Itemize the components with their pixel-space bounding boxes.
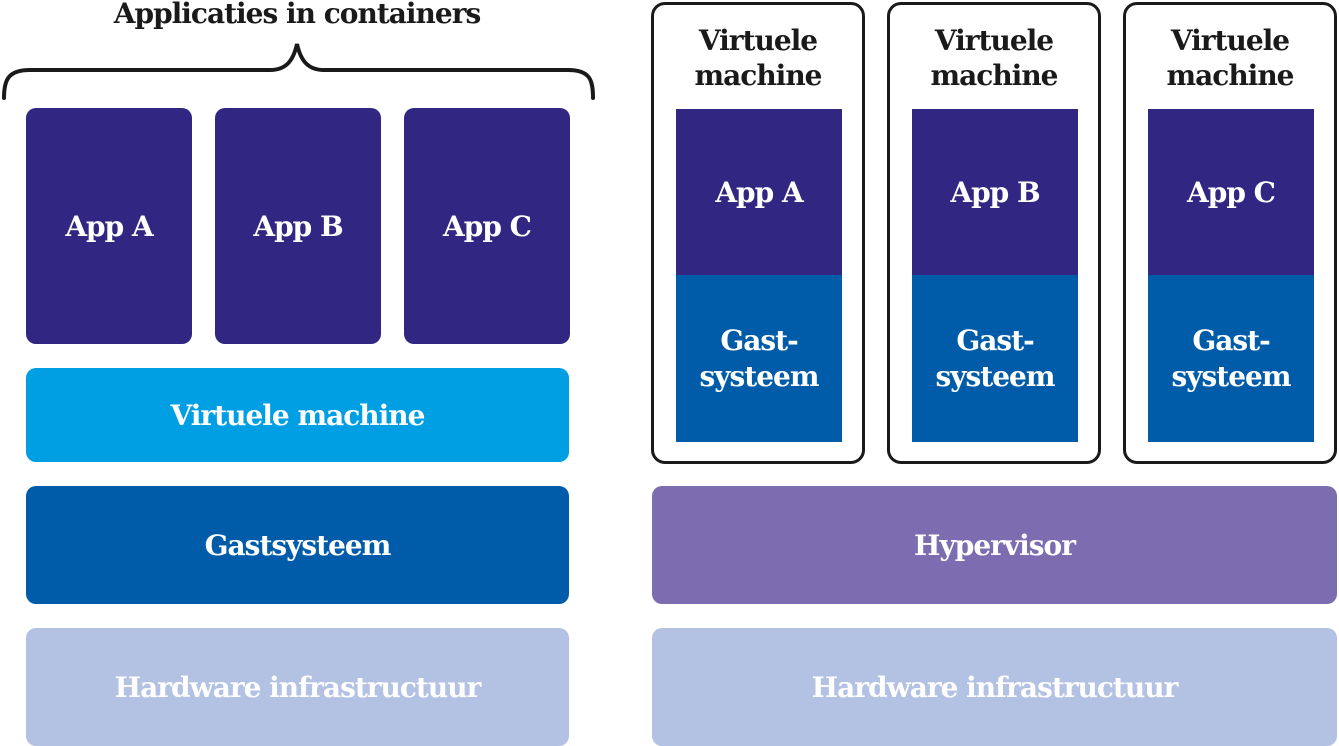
vm-b-title-line1: Virtuele	[934, 24, 1054, 57]
hardware-layer-right: Hardware infrastructuur	[652, 628, 1337, 746]
virtual-machine-layer: Virtuele machine	[26, 368, 569, 462]
container-app-a-label: App A	[65, 209, 153, 243]
container-app-a: App A	[26, 108, 192, 344]
vm-frame-c: Virtuele machine App C Gast- systeem	[1123, 2, 1337, 464]
vm-b-title: Virtuele machine	[890, 23, 1098, 93]
vm-a-title: Virtuele machine	[654, 23, 862, 93]
vm-a-guest-line1: Gast-	[720, 323, 798, 357]
vm-frame-b: Virtuele machine App B Gast- systeem	[887, 2, 1101, 464]
vm-a-title-line1: Virtuele	[698, 24, 818, 57]
vm-b-guest-system: Gast- systeem	[912, 275, 1078, 442]
vm-a-title-line2: machine	[694, 59, 823, 92]
guest-system-layer: Gastsysteem	[26, 486, 569, 604]
guest-system-layer-label: Gastsysteem	[204, 528, 392, 562]
vm-frame-a: Virtuele machine App A Gast- systeem	[651, 2, 865, 464]
vm-b-title-line2: machine	[930, 59, 1059, 92]
vm-b-guest-line1: Gast-	[956, 323, 1034, 357]
hypervisor-layer-label: Hypervisor	[914, 528, 1076, 562]
vm-a-guest-system: Gast- systeem	[676, 275, 842, 442]
vm-c-title-line2: machine	[1166, 59, 1295, 92]
container-app-b: App B	[215, 108, 381, 344]
vm-c-title-line1: Virtuele	[1170, 24, 1290, 57]
curly-brace-icon	[2, 43, 595, 100]
hardware-layer-left: Hardware infrastructuur	[26, 628, 569, 746]
vm-c-app-label: App C	[1187, 175, 1276, 209]
container-app-c: App C	[404, 108, 570, 344]
containers-title: Applicaties in containers	[113, 0, 481, 30]
hardware-layer-left-label: Hardware infrastructuur	[114, 670, 482, 704]
vm-c-app: App C	[1148, 109, 1314, 275]
vm-a-guest-line2: systeem	[699, 359, 820, 393]
hypervisor-layer: Hypervisor	[652, 486, 1337, 604]
vm-a-app: App A	[676, 109, 842, 275]
hardware-layer-right-label: Hardware infrastructuur	[811, 670, 1179, 704]
container-app-c-label: App C	[443, 209, 532, 243]
vm-c-guest-line2: systeem	[1171, 359, 1292, 393]
vm-c-guest-line1: Gast-	[1192, 323, 1270, 357]
vm-b-app-label: App B	[950, 175, 1040, 209]
container-app-b-label: App B	[253, 209, 343, 243]
virtual-machine-layer-label: Virtuele machine	[170, 398, 426, 432]
vm-b-guest-line2: systeem	[935, 359, 1056, 393]
vm-b-app: App B	[912, 109, 1078, 275]
vm-c-title: Virtuele machine	[1126, 23, 1334, 93]
vm-c-guest-system: Gast- systeem	[1148, 275, 1314, 442]
vm-a-app-label: App A	[715, 175, 803, 209]
